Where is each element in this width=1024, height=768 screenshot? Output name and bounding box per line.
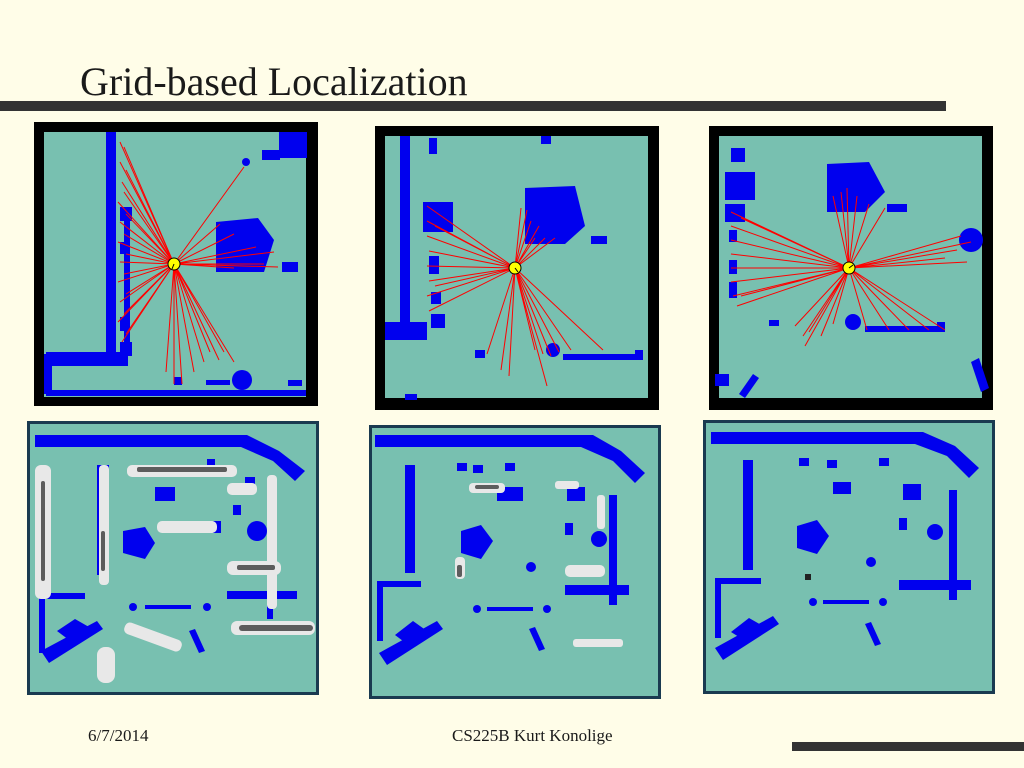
slide-title: Grid-based Localization xyxy=(80,59,468,104)
title-underline xyxy=(0,101,946,111)
laser-scan-panel-2 xyxy=(375,126,659,410)
footer-date: 6/7/2014 xyxy=(88,726,149,745)
belief-map-panel-2 xyxy=(369,425,661,699)
laser-scan-panel-1 xyxy=(34,122,318,406)
footer-rule xyxy=(792,742,1024,751)
belief-map-panel-1 xyxy=(27,421,319,695)
footer-course: CS225B Kurt Konolige xyxy=(452,726,613,745)
laser-scan-panel-3 xyxy=(709,126,993,410)
belief-map-panel-3 xyxy=(703,420,995,694)
